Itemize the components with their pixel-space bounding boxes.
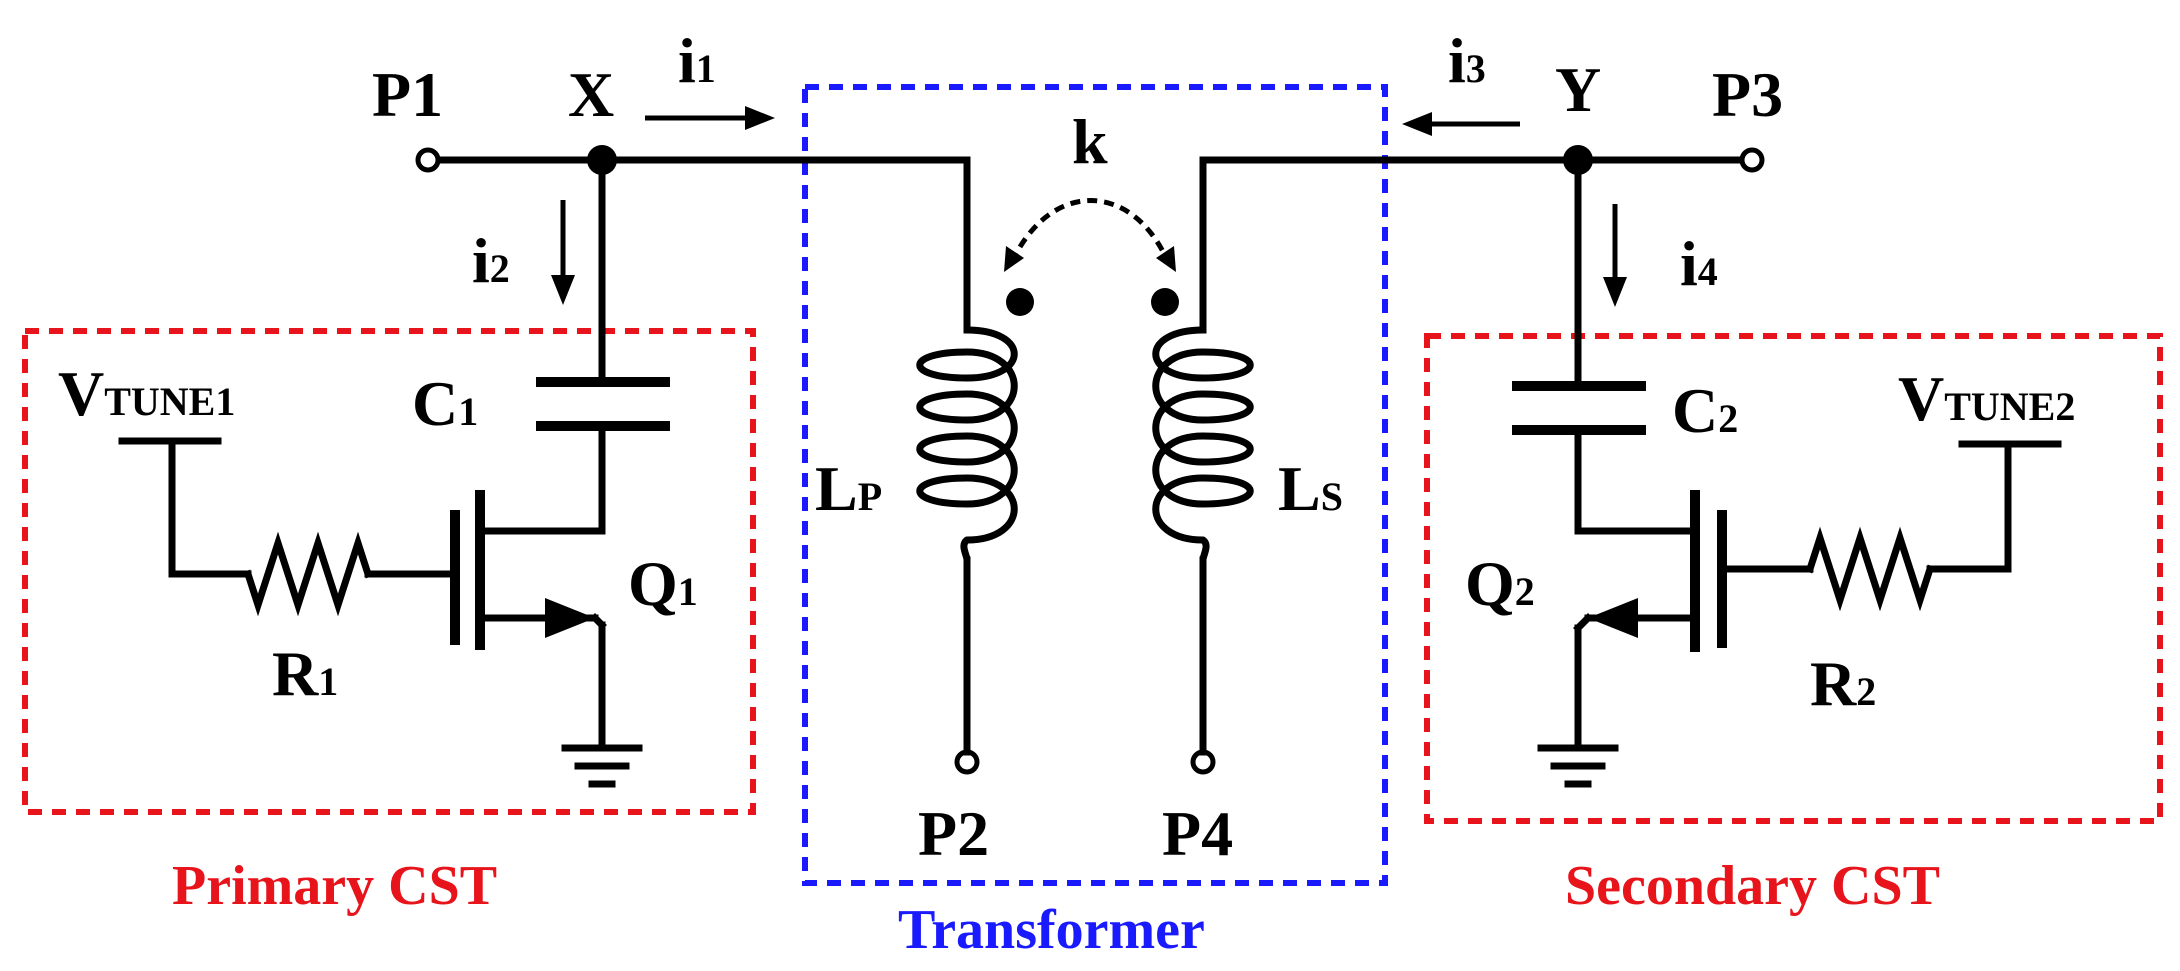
primary-rail bbox=[431, 156, 971, 334]
r1-label: R1 bbox=[272, 638, 338, 709]
current-arrow-i4 bbox=[1603, 204, 1627, 307]
secondary-cst-box bbox=[1424, 333, 2163, 824]
port-p1-terminal bbox=[415, 147, 441, 173]
c1-label: C1 bbox=[412, 368, 478, 439]
transformer-caption: Transformer bbox=[898, 899, 1205, 961]
port-p1-label: P1 bbox=[372, 59, 443, 130]
q1-label: Q1 bbox=[628, 548, 698, 619]
current-i3-label: i3 bbox=[1448, 25, 1486, 96]
current-arrow-i2 bbox=[551, 200, 575, 305]
coupling-arc bbox=[1009, 198, 1171, 264]
lp-label: LP bbox=[815, 453, 882, 524]
r2-label: R2 bbox=[1810, 648, 1876, 719]
ls-polarity-dot bbox=[1151, 288, 1179, 316]
q1-emitter-arrow bbox=[545, 598, 595, 638]
vtune2-label: VTUNE2 bbox=[1898, 363, 2075, 434]
vtune1-label: VTUNE1 bbox=[58, 358, 235, 429]
primary-inductor-lp bbox=[916, 326, 1018, 756]
coupling-k-label: k bbox=[1072, 106, 1108, 177]
transformer-box bbox=[802, 84, 1388, 886]
primary-cst-branch bbox=[118, 156, 670, 788]
coupling-arrow-left bbox=[1004, 246, 1024, 272]
node-x-label: X bbox=[568, 59, 614, 130]
current-i1-label: i1 bbox=[678, 25, 716, 96]
current-i4-label: i4 bbox=[1680, 228, 1718, 299]
secondary-cst-branch bbox=[1512, 156, 2062, 788]
secondary-cst-caption: Secondary CST bbox=[1565, 855, 1940, 917]
q2-label: Q2 bbox=[1465, 548, 1535, 619]
port-p2-label: P2 bbox=[918, 798, 989, 869]
port-p3-terminal bbox=[1739, 147, 1765, 173]
primary-cst-caption: Primary CST bbox=[172, 855, 497, 917]
node-y-label: Y bbox=[1555, 54, 1601, 125]
c2-label: C2 bbox=[1672, 375, 1738, 446]
secondary-inductor-ls bbox=[1152, 326, 1254, 756]
ls-label: LS bbox=[1278, 453, 1343, 524]
port-p3-label: P3 bbox=[1712, 59, 1783, 130]
current-arrow-i1 bbox=[645, 106, 775, 130]
lp-polarity-dot bbox=[1006, 288, 1034, 316]
primary-cst-box bbox=[22, 328, 756, 815]
current-i2-label: i2 bbox=[472, 225, 510, 296]
port-p4-label: P4 bbox=[1162, 798, 1233, 869]
q2-emitter-arrow bbox=[1588, 598, 1638, 638]
coupling-arrow-right bbox=[1156, 246, 1176, 272]
secondary-rail bbox=[1199, 156, 1749, 334]
current-arrow-i3 bbox=[1402, 112, 1520, 136]
